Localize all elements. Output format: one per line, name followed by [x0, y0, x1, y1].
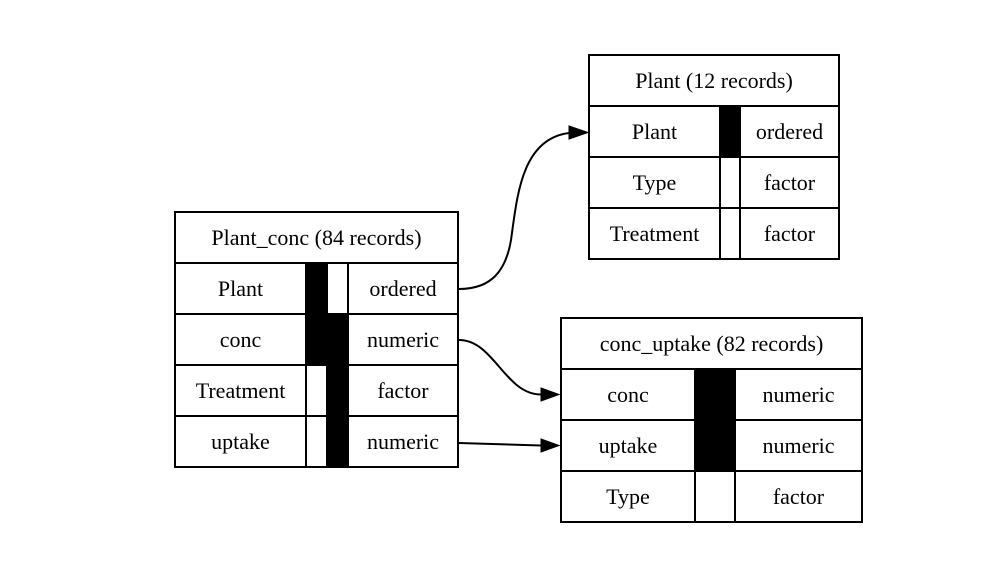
presence-bar-right — [327, 263, 348, 314]
variable-type: ordered — [348, 263, 458, 314]
edge-uptake-arrowhead-icon — [540, 438, 561, 453]
presence-bar-right — [327, 416, 348, 467]
variable-name: conc — [175, 314, 306, 365]
table-plant-title: Plant (12 records) — [589, 55, 839, 106]
variable-name: Plant — [175, 263, 306, 314]
table-plant: Plant (12 records) Plant ordered Type fa… — [588, 54, 840, 260]
presence-bar-left — [306, 416, 327, 467]
variable-type: ordered — [740, 106, 839, 157]
edge-uptake-to-conc-uptake — [458, 442, 542, 447]
variable-type: numeric — [348, 314, 458, 365]
variable-name: Type — [589, 157, 720, 208]
edge-conc-arrowhead-icon — [540, 387, 561, 402]
edge-plant-arrowhead-icon — [568, 125, 590, 140]
presence-bar — [695, 420, 735, 471]
variable-name: Plant — [589, 106, 720, 157]
table-plant-conc-title: Plant_conc (84 records) — [175, 212, 458, 263]
variable-type: factor — [348, 365, 458, 416]
table-conc-uptake-title: conc_uptake (82 records) — [561, 318, 862, 369]
edge-conc-to-conc-uptake — [458, 339, 542, 396]
presence-bar-left — [306, 314, 327, 365]
variable-name: uptake — [561, 420, 695, 471]
presence-bar — [695, 471, 735, 522]
variable-type: factor — [735, 471, 862, 522]
presence-bar — [720, 157, 740, 208]
variable-type: numeric — [735, 369, 862, 420]
variable-type: factor — [740, 208, 839, 259]
presence-bar-right — [327, 314, 348, 365]
variable-type: factor — [740, 157, 839, 208]
table-plant-conc: Plant_conc (84 records) Plant ordered co… — [174, 211, 459, 468]
variable-name: conc — [561, 369, 695, 420]
presence-bar — [720, 208, 740, 259]
edge-plant-to-plant — [458, 132, 570, 290]
presence-bar — [695, 369, 735, 420]
presence-bar-left — [306, 263, 327, 314]
variable-name: Type — [561, 471, 695, 522]
table-conc-uptake: conc_uptake (82 records) conc numeric up… — [560, 317, 863, 523]
presence-bar — [720, 106, 740, 157]
presence-bar-left — [306, 365, 327, 416]
variable-name: Treatment — [589, 208, 720, 259]
variable-type: numeric — [735, 420, 862, 471]
variable-type: numeric — [348, 416, 458, 467]
variable-name: uptake — [175, 416, 306, 467]
presence-bar-right — [327, 365, 348, 416]
variable-name: Treatment — [175, 365, 306, 416]
